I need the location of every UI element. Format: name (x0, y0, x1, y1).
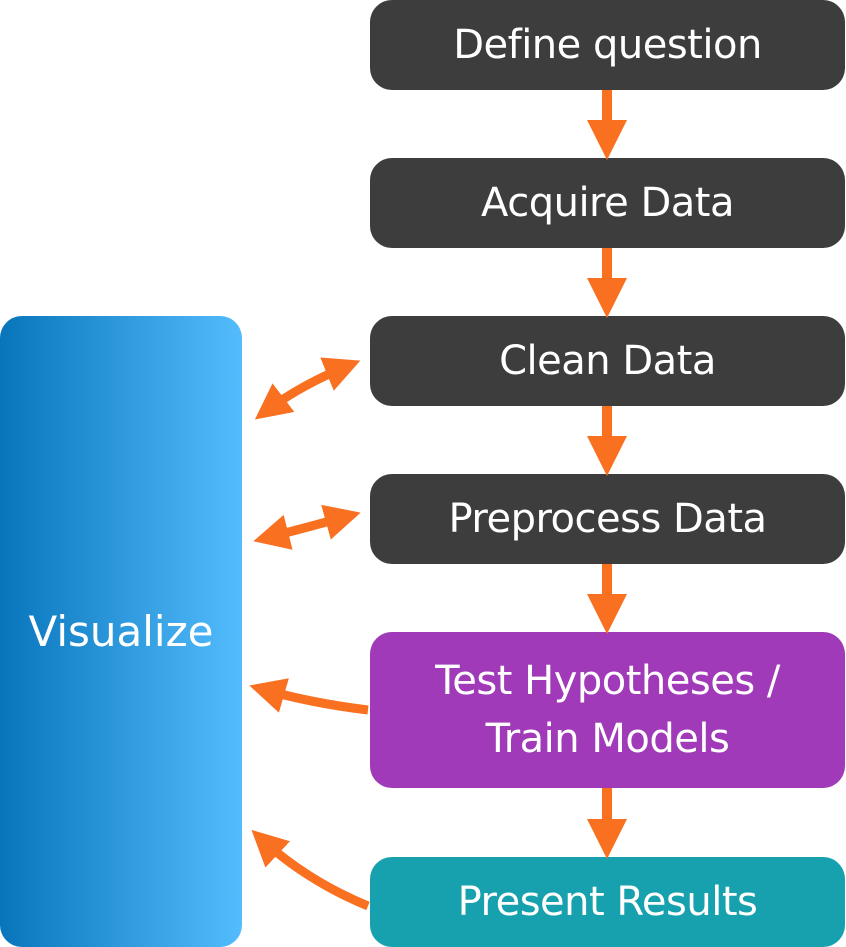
step-label: Acquire Data (481, 180, 734, 226)
arrow-preprocess-visualize-bidirectional (253, 504, 361, 550)
step-label: Define question (453, 22, 762, 68)
step-clean-data: Clean Data (370, 316, 845, 406)
step-present-results: Present Results (370, 857, 845, 947)
step-label: Present Results (457, 879, 758, 925)
arrow-model-to-visualize (249, 678, 369, 715)
step-test-hypotheses-train-models: Test Hypotheses / Train Models (370, 632, 845, 788)
step-label-line-1: Test Hypotheses / (435, 658, 780, 704)
step-label: Preprocess Data (448, 496, 767, 542)
visualize-label: Visualize (28, 607, 214, 656)
step-preprocess-data: Preprocess Data (370, 474, 845, 564)
step-label: Clean Data (499, 338, 716, 384)
arrow-clean-visualize-bidirectional (254, 357, 361, 420)
step-acquire-data: Acquire Data (370, 158, 845, 248)
step-define-question: Define question (370, 0, 845, 90)
visualize-box: Visualize (0, 316, 242, 947)
step-label-line-2: Train Models (485, 716, 730, 762)
arrow-present-to-visualize (251, 829, 370, 911)
